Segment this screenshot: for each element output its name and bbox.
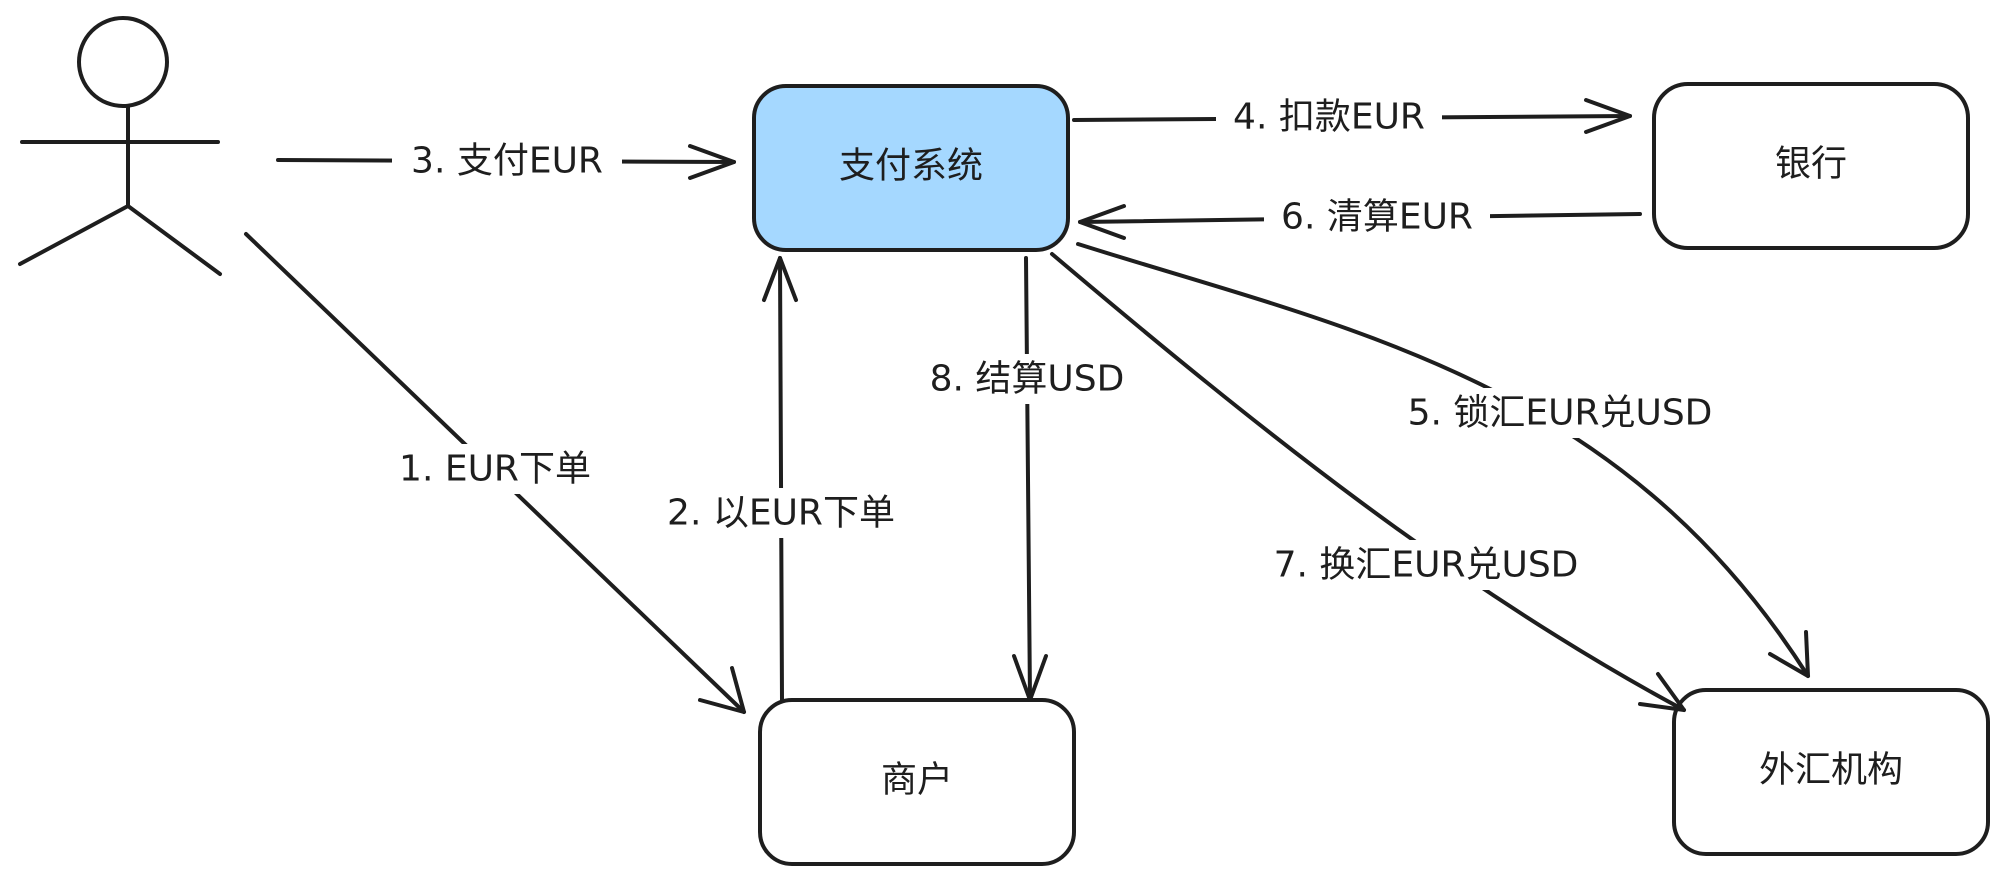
node-payment-system-label: 支付系统 — [839, 146, 983, 187]
svg-text:4. 扣款EUR: 4. 扣款EUR — [1233, 97, 1425, 138]
svg-text:5. 锁汇EUR兑USD: 5. 锁汇EUR兑USD — [1408, 393, 1713, 434]
node-bank-label: 银行 — [1775, 144, 1847, 185]
node-payment-system: 支付系统 — [752, 84, 1070, 252]
user-stick-figure — [18, 16, 222, 276]
node-bank: 银行 — [1652, 82, 1970, 250]
node-fx-institution-label: 外汇机构 — [1759, 750, 1903, 791]
svg-text:7. 换汇EUR兑USD: 7. 换汇EUR兑USD — [1274, 545, 1579, 586]
svg-text:6. 清算EUR: 6. 清算EUR — [1281, 197, 1473, 238]
edge-step1-label: 1. EUR下单 — [388, 444, 602, 494]
edge-step8-label: 8. 结算USD — [914, 354, 1140, 404]
edge-step2-label: 2. 以EUR下单 — [648, 488, 914, 538]
edge-step7-label: 7. 换汇EUR兑USD — [1256, 540, 1596, 590]
edge-step2 — [762, 256, 798, 702]
node-fx-institution: 外汇机构 — [1672, 688, 1990, 856]
edge-step5-label: 5. 锁汇EUR兑USD — [1390, 388, 1730, 438]
edge-step8 — [1012, 256, 1048, 702]
edge-step6-label: 6. 清算EUR — [1264, 192, 1490, 242]
edge-step4-label: 4. 扣款EUR — [1216, 92, 1442, 142]
svg-text:3. 支付EUR: 3. 支付EUR — [411, 141, 603, 182]
edge-step5 — [1076, 242, 1810, 678]
node-merchant-label: 商户 — [881, 760, 953, 801]
edge-step3-label: 3. 支付EUR — [392, 136, 622, 186]
node-merchant: 商户 — [758, 698, 1076, 866]
edge-step7 — [1050, 252, 1686, 712]
svg-text:1. EUR下单: 1. EUR下单 — [399, 449, 591, 490]
svg-text:8. 结算USD: 8. 结算USD — [930, 359, 1125, 400]
svg-text:2. 以EUR下单: 2. 以EUR下单 — [667, 493, 895, 534]
